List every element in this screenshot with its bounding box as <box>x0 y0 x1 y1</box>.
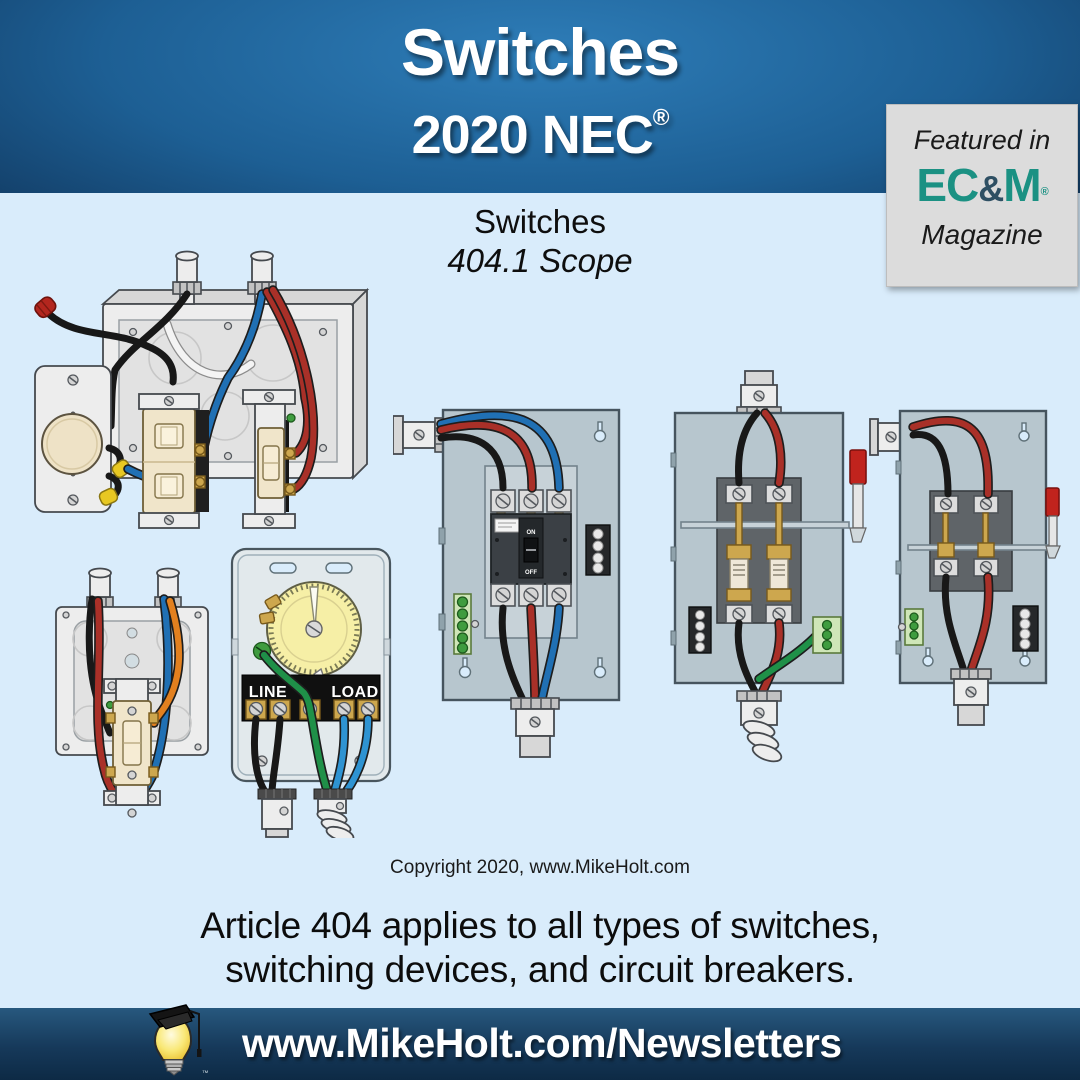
double-switch-device <box>138 393 209 529</box>
ecm-magazine-badge: Featured in EC&M® Magazine <box>886 104 1078 287</box>
cable-connector <box>736 370 782 417</box>
circuit-breaker: ON OFF <box>490 511 572 585</box>
page-subtitle: 2020 NEC® <box>0 104 1080 166</box>
ground-terminal-block <box>812 616 842 654</box>
illustration-fused-disconnect <box>670 370 867 763</box>
keyhole <box>1019 647 1031 667</box>
disconnect-handle <box>849 449 867 543</box>
neutral-ground-bar <box>453 593 480 655</box>
wires <box>908 415 994 676</box>
keyhole <box>593 421 607 443</box>
wires <box>436 410 564 709</box>
header-banner: Switches 2020 NEC® <box>0 0 1080 193</box>
logo-tm-mark: ™ <box>202 1070 209 1077</box>
toggle-switch-device <box>242 389 296 529</box>
illustration-breaker-enclosure: ON OFF <box>393 408 621 758</box>
figure-caption-scope: 404.1 Scope <box>447 242 633 279</box>
ecm-ampersand: & <box>978 168 1004 209</box>
description-text: Article 404 applies to all types of swit… <box>0 904 1080 992</box>
newsletter-url-link[interactable]: www.MikeHolt.com/Newsletters <box>242 1020 842 1066</box>
wires <box>734 408 820 700</box>
breaker-off-label: OFF <box>525 570 537 576</box>
dimmer-switch <box>34 365 124 513</box>
breaker-on-label: ON <box>527 530 536 536</box>
keyhole <box>593 657 607 679</box>
toggle-switch-device <box>103 678 161 818</box>
badge-featured-in: Featured in <box>913 125 1051 155</box>
keyhole <box>922 647 934 667</box>
keyhole <box>1018 422 1030 442</box>
fuse-assembly <box>765 484 793 624</box>
wire-nut-red <box>34 296 57 319</box>
wire-nut-yellow <box>98 487 119 506</box>
cable-connector <box>950 668 992 726</box>
ecm-logo: EC&M® <box>887 162 1077 215</box>
ecm-m: M <box>1003 159 1041 211</box>
breaker-lugs <box>490 489 572 607</box>
disconnect-handle <box>1045 487 1061 559</box>
line-label: LINE <box>249 684 287 701</box>
terminal-block <box>688 606 712 654</box>
illustration-time-switch: LINE LOAD <box>230 547 392 838</box>
footer-bar: ™ www.MikeHolt.com/Newsletters <box>0 1004 1080 1080</box>
terminal-block <box>585 524 611 576</box>
illustration-knife-disconnect <box>869 409 1061 726</box>
flex-conduit-connector <box>736 690 783 763</box>
page-title: Switches <box>400 15 680 89</box>
badge-magazine: Magazine <box>921 219 1043 250</box>
keyhole <box>458 657 472 679</box>
ecm-ec: EC <box>916 159 979 211</box>
figure-caption-title: Switches <box>473 203 607 240</box>
load-label: LOAD <box>331 684 378 701</box>
illustration-switch-in-square-box <box>55 567 209 818</box>
description-line-1: Article 404 applies to all types of swit… <box>200 905 880 946</box>
ecm-registered-mark: ® <box>1040 186 1049 198</box>
subtitle-text: 2020 NEC <box>411 105 654 165</box>
knife-switch-pole <box>933 495 959 577</box>
ground-terminal-block <box>897 608 924 646</box>
illustration-switches-in-metal-box <box>34 250 370 529</box>
fuse-assembly <box>725 484 753 624</box>
flex-conduit-connector <box>313 788 355 838</box>
registered-mark: ® <box>652 104 670 130</box>
graduate-lightbulb-icon: ™ <box>148 1004 209 1077</box>
terminal-block <box>1012 605 1039 652</box>
description-line-2: switching devices, and circuit breakers. <box>225 949 855 990</box>
cable-connector <box>257 788 297 838</box>
copyright-text: Copyright 2020, www.MikeHolt.com <box>390 857 690 878</box>
cable-connector <box>510 697 560 758</box>
